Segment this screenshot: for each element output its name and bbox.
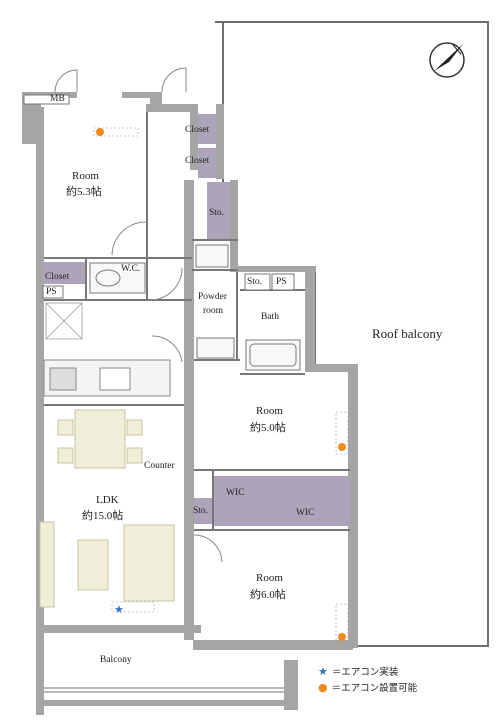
storage-areas — [43, 114, 350, 526]
balcony-rail — [44, 687, 284, 693]
closet-2-label: Closet — [185, 156, 210, 166]
room-se-size: 約6.0帖 — [250, 589, 286, 601]
sto-3-label: Sto. — [193, 506, 209, 516]
room-mid-name: Room — [256, 405, 283, 417]
room-se-name: Room — [256, 572, 283, 584]
ldk-size: 約15.0帖 — [82, 510, 124, 522]
pantry-cross — [45, 302, 83, 340]
utility-boxes — [23, 94, 295, 299]
room-mid-size: 約5.0帖 — [250, 422, 286, 434]
ps-2-label: PS — [276, 277, 287, 287]
bath-label: Bath — [261, 312, 279, 322]
counter-label: Counter — [144, 461, 175, 471]
ac-markers: ★ — [93, 127, 349, 643]
legend-ac-installed: ★ ＝エアコン実装 — [318, 664, 399, 679]
ldk-name: LDK — [96, 494, 119, 506]
legend-ac-possible: ● ＝エアコン設置可能 — [318, 680, 418, 695]
wic-2-label: WIC — [296, 508, 315, 518]
ac-possible-text: ＝エアコン設置可能 — [331, 683, 418, 694]
north-arrow-icon — [429, 42, 465, 78]
wic-1-label: WIC — [226, 488, 245, 498]
ac-installed-text: ＝エアコン実装 — [331, 667, 399, 678]
dining-furniture — [57, 409, 143, 469]
wc-label: W.C. — [121, 264, 141, 274]
living-furniture — [39, 521, 175, 608]
closet-3-label: Closet — [45, 272, 70, 282]
room-nw-name: Room — [72, 170, 99, 182]
powder-room-line1: Powder — [198, 292, 228, 302]
ac-installed-icon: ★ — [318, 664, 328, 678]
ac-possible-icon: ● — [318, 680, 328, 694]
sto-2-label: Sto. — [247, 277, 263, 287]
door-swings — [54, 67, 223, 563]
roof-balcony-label: Roof balcony — [372, 326, 443, 341]
sto-1-label: Sto. — [209, 208, 225, 218]
kitchen-counter — [43, 359, 171, 397]
ac-possible-marker — [338, 443, 346, 451]
exterior-walls — [22, 92, 358, 715]
ac-possible-marker — [338, 633, 346, 641]
ac-possible-marker — [96, 128, 104, 136]
closet-1-label: Closet — [185, 125, 210, 135]
ac-installed-marker: ★ — [114, 604, 124, 616]
mb-label: MB — [50, 94, 65, 104]
ps-1-label: PS — [46, 287, 57, 297]
powder-room-line2: room — [203, 306, 224, 316]
interior-walls — [44, 112, 350, 531]
bathroom-fixtures — [89, 244, 301, 371]
balcony-label: Balcony — [100, 655, 132, 665]
room-nw-size: 約5.3帖 — [66, 186, 102, 198]
